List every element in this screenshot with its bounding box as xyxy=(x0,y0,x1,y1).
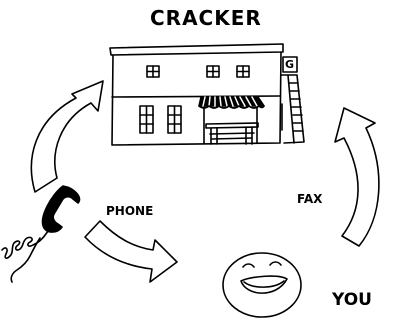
cracker-building xyxy=(109,43,305,146)
phone-icon xyxy=(1,185,81,283)
fax-label: FAX xyxy=(297,192,323,206)
arrow-fax-to-building xyxy=(334,107,380,247)
smiley-face-icon xyxy=(222,252,302,318)
diagram-title: CRACKER xyxy=(150,6,262,30)
upper-window xyxy=(236,65,250,78)
lower-window xyxy=(167,105,182,134)
you-label: YOU xyxy=(332,290,372,310)
awning xyxy=(198,96,265,109)
sign-box xyxy=(282,56,298,73)
staircase xyxy=(280,74,305,144)
lower-window xyxy=(139,105,154,134)
building-sign-letter: G xyxy=(285,58,295,71)
upper-window xyxy=(206,65,220,78)
upper-window xyxy=(146,65,160,78)
phone-label: PHONE xyxy=(106,204,154,218)
arrow-building-to-phone xyxy=(30,80,104,193)
table xyxy=(205,122,259,145)
arrow-phone-to-you xyxy=(84,220,178,283)
